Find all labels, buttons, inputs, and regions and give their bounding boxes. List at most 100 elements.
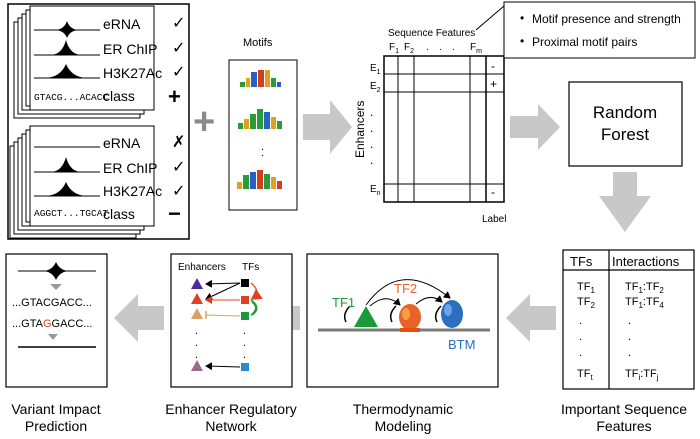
col-header-fm: Fm	[470, 42, 482, 55]
feature-row-headers: E1 E2 En	[370, 63, 381, 197]
negative-labels: eRNA ER ChIP H3K27Ac class ✗ ✓ ✓ −	[103, 134, 185, 226]
arrow-network-to-variant	[114, 294, 164, 342]
neg-h3k27ac-peak	[44, 182, 88, 196]
negative-track-er-chip: ER ChIP	[103, 160, 157, 176]
variant-panel: ...GTACGACC... ...GTAGGACC...	[5, 253, 108, 388]
callout-frame	[503, 1, 696, 59]
negative-sequence: AGGCT...TGCAT	[34, 208, 108, 219]
motif-ellipsis-2: .	[261, 147, 264, 159]
variant-down-arrow-2	[48, 334, 58, 340]
variant-erna-peak-up	[42, 262, 70, 271]
svg-text:.: .	[370, 121, 373, 135]
h3k27ac-peak	[44, 64, 88, 78]
svg-text:.: .	[579, 315, 582, 327]
tf-list: TF1 TF2 . . . TFt	[577, 281, 595, 382]
tf-node-2	[241, 296, 249, 304]
positive-track-erna: eRNA	[103, 16, 141, 32]
col-header-dot-1: .	[426, 42, 429, 53]
positive-class-sign: +	[168, 84, 181, 109]
motifs-title: Motifs	[243, 37, 273, 49]
enhancer-node-3	[191, 308, 203, 319]
motif-logo-1	[240, 70, 281, 87]
arrow-matrix-to-forest	[510, 104, 560, 150]
callout-item-motif-presence: Motif presence and strength	[532, 12, 681, 26]
negative-card-stack: AGGCT...TGCAT	[9, 125, 155, 239]
feature-grid	[383, 55, 505, 203]
interactions-column-header: Interactions	[612, 254, 680, 269]
positive-labels: eRNA ER ChIP H3K27Ac class ✓ ✓ ✓ +	[103, 15, 185, 109]
random-forest-label-2: Forest	[601, 125, 649, 144]
neg-er-chip-peak	[50, 157, 82, 172]
random-forest-box: Random Forest	[568, 81, 683, 167]
network-enhancers-header: Enhancers	[178, 262, 226, 273]
input-panel: GTACG...ACACC eRNA ER ChIP H3K27Ac class…	[7, 3, 190, 240]
feature-matrix: Sequence Features F1 F2 . . . Fm E1 E2 E…	[353, 28, 506, 225]
tf-node-t	[241, 363, 249, 371]
col-header-f1: F1	[389, 42, 399, 55]
callout-bullet-2: •	[520, 34, 524, 48]
tf-node-1	[241, 279, 249, 287]
positive-track-er-chip: ER ChIP	[103, 41, 157, 57]
interaction-item-1: TF1:TF2	[625, 281, 664, 295]
regulatory-network-panel: Enhancers TFs . . . . . .	[170, 253, 293, 388]
row-header-e2: E2	[370, 81, 381, 94]
feature-matrix-title: Sequence Features	[388, 28, 475, 39]
feature-callout: • Motif presence and strength • Proximal…	[475, 1, 696, 59]
motifs-panel: Motifs . .	[228, 37, 298, 211]
thermo-frame	[306, 253, 499, 388]
svg-text:.: .	[628, 315, 631, 327]
random-forest-label-1: Random	[593, 103, 657, 122]
tfs-column-header: TFs	[570, 254, 593, 269]
enhancers-axis-label: Enhancers	[353, 101, 367, 158]
arrow-features-to-thermo	[506, 294, 556, 342]
interaction-list: TF1:TF2 TF1:TF4 . . . TFi:TFj	[625, 281, 664, 382]
positive-check-erna: ✓	[172, 15, 185, 32]
callout-pointer	[475, 5, 505, 31]
negative-cross-erna: ✗	[172, 134, 185, 151]
row-dots: . . . .	[370, 105, 373, 167]
tf-item-2: TF2	[577, 296, 595, 310]
svg-text:.: .	[195, 349, 198, 361]
row-header-e1: E1	[370, 63, 381, 76]
svg-text:.: .	[628, 331, 631, 343]
col-header-dot-2: .	[439, 42, 442, 53]
interaction-item-2: TF1:TF4	[625, 296, 664, 310]
svg-text:.: .	[195, 337, 198, 349]
label-value-e1: -	[491, 59, 495, 73]
variant-frame	[5, 253, 108, 388]
tf-item-1: TF1	[577, 281, 595, 295]
variant-down-arrow-1	[50, 284, 62, 290]
positive-track-h3k27ac: H3K27Ac	[103, 65, 162, 81]
features-frame	[562, 249, 695, 390]
col-header-f2: F2	[404, 42, 414, 55]
erna-peak-up	[54, 21, 80, 30]
enhancer-node-1	[191, 278, 203, 289]
tf2-oval	[399, 304, 421, 330]
svg-text:.: .	[243, 337, 246, 349]
svg-text:.: .	[579, 331, 582, 343]
callout-bullet-1: •	[520, 11, 524, 25]
positive-card-stack: GTACG...ACACC	[13, 5, 155, 119]
random-forest-frame	[568, 81, 683, 167]
variant-erna-peak-down	[42, 271, 70, 280]
thermo-model-panel: TF1 TF2 BTM	[306, 253, 499, 388]
enhancer-node-n	[191, 360, 203, 371]
positive-sequence: GTACG...ACACC	[34, 92, 108, 103]
negative-class-sign: −	[168, 201, 181, 226]
svg-text:.: .	[243, 325, 246, 337]
svg-text:.: .	[370, 137, 373, 151]
positive-check-h3k27ac: ✓	[172, 64, 185, 81]
tf-item-t: TFt	[577, 368, 593, 382]
svg-text:.: .	[628, 347, 631, 359]
positive-check-er-chip: ✓	[172, 40, 185, 57]
network-frame	[170, 253, 293, 388]
callout-item-motif-pairs: Proximal motif pairs	[532, 35, 637, 49]
network-tfs-header: TFs	[242, 262, 259, 273]
svg-text:.: .	[195, 325, 198, 337]
motif-logo-2	[238, 109, 282, 129]
